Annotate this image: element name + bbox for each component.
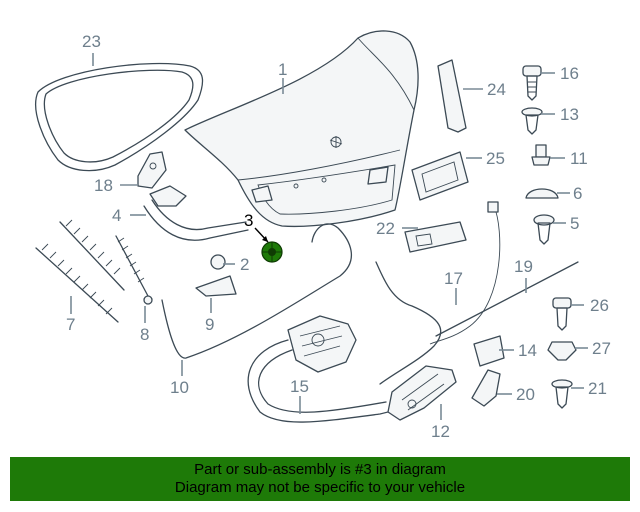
part-10-cable <box>161 223 352 376</box>
part-2-grommet <box>210 254 235 270</box>
callout-1: 1 <box>278 60 287 79</box>
part-15-actuator <box>247 315 421 423</box>
callout-6: 6 <box>573 184 582 203</box>
callout-18: 18 <box>94 176 113 195</box>
callout-5: 5 <box>570 214 579 233</box>
callout-26: 26 <box>590 296 609 315</box>
callout-12: 12 <box>431 422 450 441</box>
callout-25: 25 <box>486 149 505 168</box>
part-4-hinge <box>130 185 249 241</box>
part-19-cable <box>429 201 579 345</box>
part-info-banner: Part or sub-assembly is #3 in diagram Di… <box>10 457 630 501</box>
callout-24: 24 <box>487 80 506 99</box>
callout-27: 27 <box>592 339 611 358</box>
part-9-bracket <box>195 275 237 313</box>
callout-2: 2 <box>240 255 249 274</box>
part-13-screw <box>521 107 555 135</box>
callout-3: 3 <box>244 211 253 230</box>
callout-17: 17 <box>444 269 463 288</box>
callout-4: 4 <box>112 206 121 225</box>
part-6-bumper <box>525 188 570 199</box>
callout-19: 19 <box>514 257 533 276</box>
part-16-screw <box>522 65 555 101</box>
part-26-screw <box>552 297 584 331</box>
callout-22: 22 <box>376 219 395 238</box>
part-5-clip <box>533 214 566 245</box>
callout-21: 21 <box>588 379 607 398</box>
callout-8: 8 <box>140 325 149 344</box>
part-17-cable <box>375 261 457 385</box>
part-25-bracket <box>411 151 482 201</box>
callout-14: 14 <box>518 341 537 360</box>
callout-16: 16 <box>560 64 579 83</box>
part-23-seal <box>35 53 204 172</box>
parts-diagram: 23 1 16 24 13 11 25 18 6 4 3 22 5 2 19 1… <box>35 30 611 441</box>
callout-10: 10 <box>170 378 189 397</box>
part-22-switch <box>402 221 467 253</box>
part-14-clip <box>473 335 514 367</box>
disclaimer-line: Diagram may not be specific to your vehi… <box>174 479 466 496</box>
part-8-spring <box>115 235 153 323</box>
part-11-stud <box>531 144 565 166</box>
callout-9: 9 <box>205 315 214 334</box>
part-12-lock <box>387 365 457 421</box>
part-info-line: Part or sub-assembly is #3 in diagram <box>194 461 446 478</box>
part-21-screw <box>551 379 584 409</box>
callout-11: 11 <box>570 149 588 168</box>
part-3-highlighted <box>254 227 283 263</box>
callout-23: 23 <box>82 32 101 51</box>
part-27-nut <box>547 341 588 361</box>
part-18-hinge-bracket <box>120 151 167 189</box>
part-20-striker <box>471 369 512 407</box>
callout-20: 20 <box>516 385 535 404</box>
part-24-trim <box>437 59 483 133</box>
part-1-trunk-lid <box>184 30 419 227</box>
part-7-spring <box>35 219 125 323</box>
callout-13: 13 <box>560 105 579 124</box>
callout-7: 7 <box>66 315 75 334</box>
callout-15: 15 <box>290 377 309 396</box>
